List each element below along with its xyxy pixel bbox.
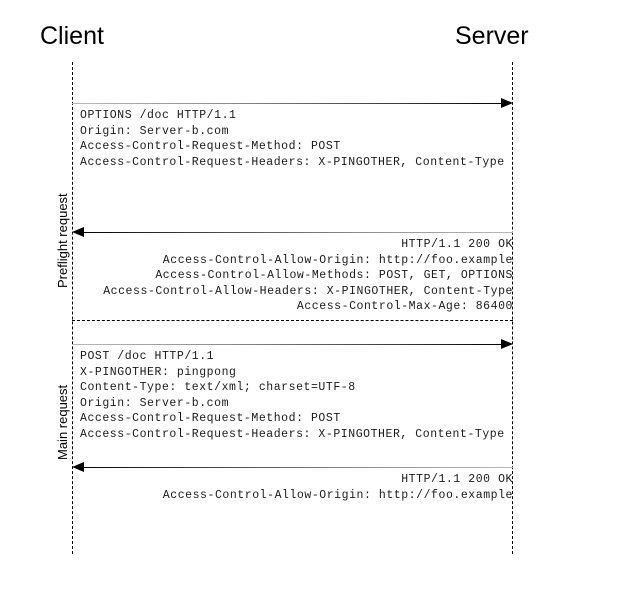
section-divider bbox=[72, 320, 513, 321]
message-line: Access-Control-Request-Headers: X-PINGOT… bbox=[80, 427, 505, 441]
arrow-shaft bbox=[80, 467, 513, 468]
message-line: POST /doc HTTP/1.1 bbox=[80, 350, 215, 363]
message-line: Access-Control-Request-Method: POST bbox=[80, 412, 341, 426]
message-line: HTTP/1.1 200 OK bbox=[401, 473, 513, 486]
message-line: OPTIONS /doc HTTP/1.1 bbox=[80, 109, 237, 122]
message-line: Access-Control-Max-Age: 86400 bbox=[296, 300, 513, 314]
message-line: Access-Control-Allow-Methods: POST, GET,… bbox=[155, 269, 513, 283]
message-line: Access-Control-Request-Method: POST bbox=[80, 140, 341, 154]
message-line: Access-Control-Allow-Origin: http://foo.… bbox=[162, 253, 513, 267]
message-line: Access-Control-Request-Headers: X-PINGOT… bbox=[80, 155, 505, 169]
message-line: Origin: Server-b.com bbox=[80, 124, 230, 138]
lifeline-server bbox=[512, 62, 513, 554]
message-line: Origin: Server-b.com bbox=[80, 396, 230, 410]
message-line: Content-Type: text/xml; charset=UTF-8 bbox=[80, 381, 356, 395]
message-line: Access-Control-Allow-Headers: X-PINGOTHE… bbox=[103, 284, 513, 298]
message-line: X-PINGOTHER: pingpong bbox=[80, 365, 237, 379]
arrow-shaft bbox=[80, 232, 513, 233]
message-text-preflight-response: HTTP/1.1 200 OK Access-Control-Allow-Orig… bbox=[80, 237, 513, 315]
message-line: Access-Control-Allow-Origin: http://foo.… bbox=[162, 488, 513, 502]
participant-label-server: Server bbox=[455, 22, 529, 50]
participant-label-client: Client bbox=[40, 22, 104, 50]
section-label-main-request: Main request bbox=[55, 384, 70, 460]
arrow-shaft bbox=[72, 103, 505, 104]
arrow-head-icon bbox=[72, 227, 84, 237]
section-label-preflight-request: Preflight request bbox=[55, 193, 70, 288]
arrow-head-icon bbox=[72, 462, 84, 472]
message-line: HTTP/1.1 200 OK bbox=[401, 238, 513, 251]
arrow-shaft bbox=[72, 344, 505, 345]
message-text-main-response: HTTP/1.1 200 OK Access-Control-Allow-Orig… bbox=[80, 472, 513, 503]
lifeline-client bbox=[72, 62, 73, 554]
